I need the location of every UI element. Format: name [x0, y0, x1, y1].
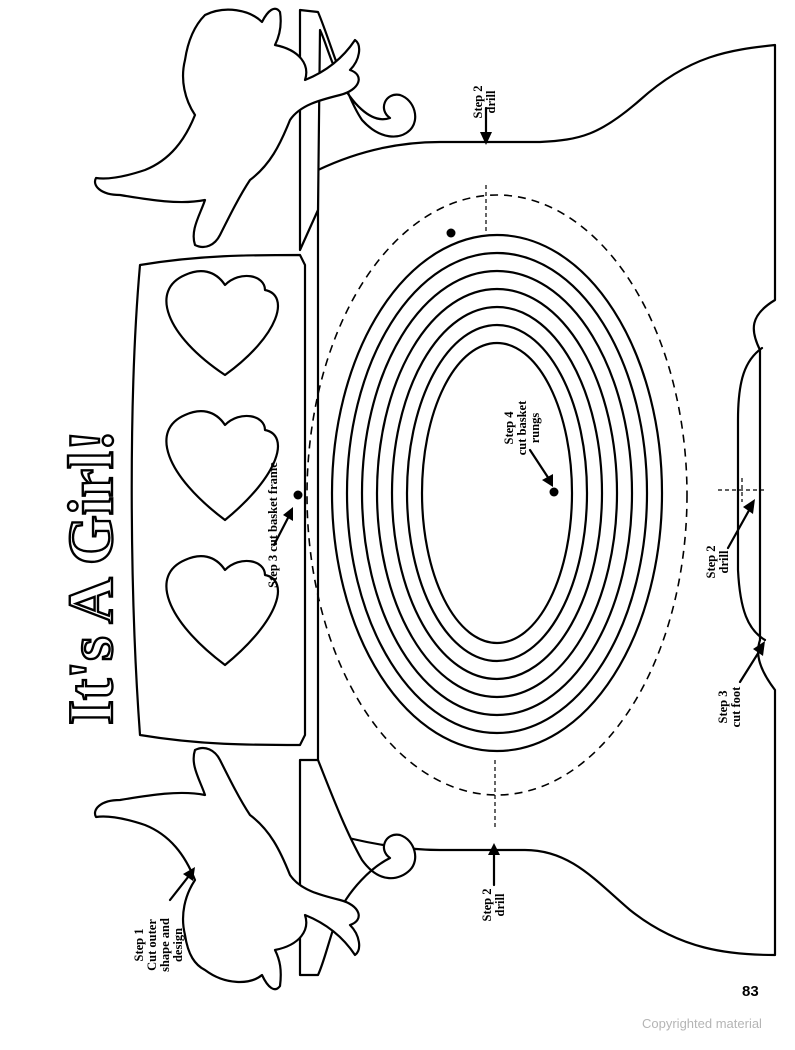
basket-body-outline: [316, 43, 777, 957]
label-step3-frame: Step 3 cut basket frame: [266, 462, 280, 588]
arrow-step3-foot: [738, 645, 764, 684]
rung-3: [360, 269, 634, 717]
label-step3-foot-line1: Step 3: [716, 691, 730, 724]
rung-5: [390, 305, 604, 681]
arrows: [168, 106, 765, 902]
heart-3: [165, 555, 280, 667]
label-step4: Step 4 cut basket rungs: [502, 400, 542, 455]
rung-2: [345, 251, 649, 735]
rung-6: [405, 323, 589, 663]
label-step4-line2: cut basket: [515, 400, 529, 455]
basket-frame-cut: [306, 194, 688, 796]
label-step2-foot: Step 2 drill: [704, 546, 731, 579]
label-step4-line3: rungs: [528, 413, 542, 444]
arrowhead-step2-top: [480, 132, 492, 145]
label-step3-foot: Step 3 cut foot: [716, 686, 743, 727]
heart-2: [165, 410, 280, 522]
heart-1: [165, 270, 280, 377]
rung-start-dot: [446, 228, 456, 238]
label-step2-bottom: Step 2 drill: [480, 889, 507, 922]
top-bird: [93, 7, 361, 249]
rung-1: [330, 233, 664, 753]
copyright-notice: Copyrighted material: [642, 1016, 762, 1031]
rung-center-dot: [549, 487, 559, 497]
label-step2-foot-line1: Step 2: [704, 546, 718, 579]
label-step1-line1: Step 1: [132, 929, 146, 962]
arrow-step2-foot: [726, 503, 754, 550]
label-step3-frame-text: Step 3 cut basket frame: [266, 462, 280, 588]
frame-start-dot: [293, 490, 303, 500]
label-step1-line2: Cut outer: [145, 919, 159, 971]
label-step1: Step 1 Cut outer shape and design: [132, 918, 185, 972]
label-step2-top-line2: drill: [484, 90, 498, 113]
label-step3-foot-line2: cut foot: [729, 686, 743, 727]
foot-cut: [736, 346, 767, 642]
label-step1-line4: design: [171, 928, 185, 962]
arrowhead-step2-bottom: [488, 843, 500, 855]
arrow-step3-frame: [272, 512, 292, 547]
page-number: 83: [742, 983, 759, 1000]
label-step2-top: Step 2 drill: [471, 86, 498, 119]
bottom-bird: [93, 746, 361, 991]
arrowhead-step1: [183, 867, 195, 881]
label-step2-bottom-line1: Step 2: [480, 889, 494, 922]
label-step2-foot-line2: drill: [717, 550, 731, 573]
pattern-title: It's A Girl!: [55, 430, 126, 725]
label-step4-line1: Step 4: [502, 411, 516, 445]
basket-rungs: [330, 233, 664, 753]
label-step2-bottom-line2: drill: [493, 893, 507, 916]
arrow-step4: [528, 448, 553, 484]
arrowhead-step4: [542, 474, 553, 487]
arrowhead-step3-frame: [283, 507, 293, 521]
arrowhead-step3-foot: [753, 641, 765, 656]
arrowhead-step2-foot: [743, 499, 755, 514]
rung-7: [420, 341, 574, 645]
rung-4: [375, 287, 619, 699]
label-step1-line3: shape and: [158, 918, 172, 972]
label-step2-top-line1: Step 2: [471, 86, 485, 119]
